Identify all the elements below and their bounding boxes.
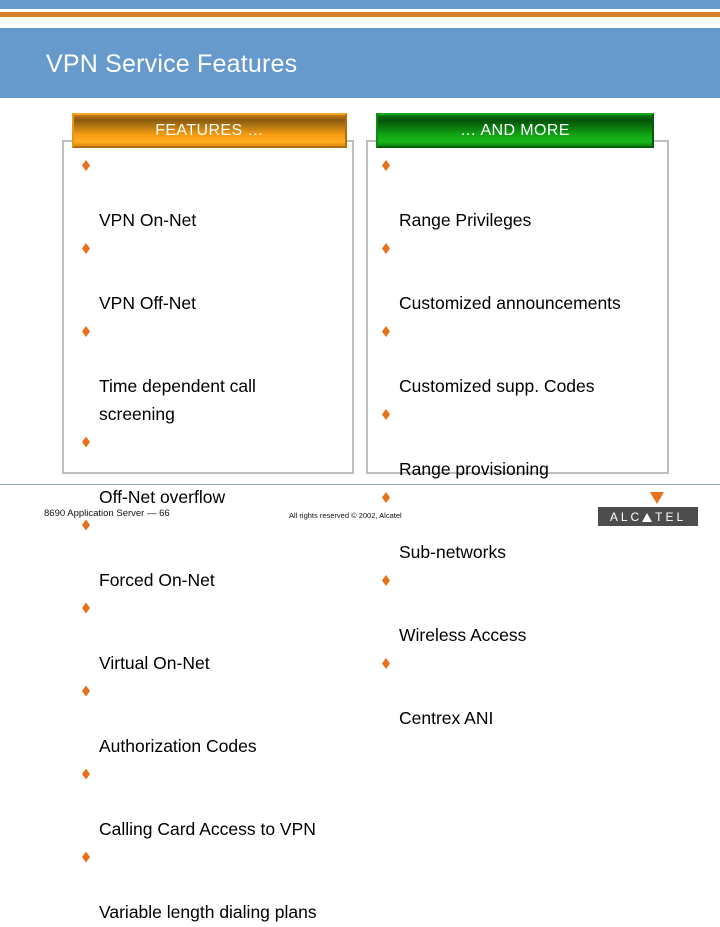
top-accent-bar-blue [0,0,720,9]
list-item: VPN Off-Net [80,235,360,318]
slide-title-band [0,28,720,98]
top-accent-bar-orange [0,12,720,17]
list-item-label: Centrex ANI [399,708,494,728]
list-item-label: Wireless Access [399,625,527,645]
logo-text-before: ALC [609,509,643,524]
list-item: Wireless Access [380,567,670,650]
list-item-label: Variable length dialing plans [99,901,317,922]
footer-divider-line [0,484,720,485]
top-accent-gap-white [0,9,720,12]
diamond-bullet-icon [382,658,390,669]
list-item-label: Customized supp. Codes [399,376,595,396]
diamond-bullet-icon [382,243,390,254]
logo-wordmark: ALC TEL [610,510,686,524]
list-item-label: Forced On-Net [99,569,215,590]
list-item-label: Range provisioning [399,459,549,479]
list-item: Centrex ANI [380,650,670,733]
and-more-header-plate: … AND MORE [376,113,654,148]
list-item-label: Time dependent call screening [99,376,256,424]
list-item: Range Privileges [380,152,670,235]
diamond-bullet-icon [382,160,390,171]
logo-a-triangle-icon [642,513,653,522]
logo-text-after: TEL [655,509,687,524]
list-item-label: Off-Net overflow [99,486,226,507]
list-item: Customized supp. Codes [380,318,670,401]
list-item: Authorization Codes [80,678,360,761]
features-column-box [62,140,354,474]
logo-plate: ALC TEL [598,507,698,526]
list-item: Forced On-Net [80,512,360,595]
diamond-bullet-icon [82,519,90,531]
diamond-bullet-icon [82,160,90,171]
diamond-bullet-icon [382,326,390,337]
list-item: Calling Card Access to VPN [80,761,360,844]
diamond-bullet-icon [82,436,90,448]
diamond-bullet-icon [82,243,90,254]
diamond-bullet-icon [82,602,90,614]
list-item-label: Calling Card Access to VPN [99,818,316,839]
features-header-plate: FEATURES … [72,113,347,148]
list-item: Variable length dialing plans [80,844,360,927]
list-item-label: VPN On-Net [99,210,197,230]
footer-copyright: All rights reserved © 2002, Alcatel [289,511,402,520]
and-more-bullet-list: Range Privileges Customized announcement… [380,152,670,733]
list-item: Virtual On-Net [80,595,360,678]
triangle-icon [650,492,664,504]
list-item: Off-Net overflow [80,429,360,512]
list-item-label: Authorization Codes [99,735,257,756]
diamond-bullet-icon [382,409,390,420]
diamond-bullet-icon [82,685,90,697]
list-item: Customized announcements [380,235,670,318]
diamond-bullet-icon [82,768,90,780]
list-item-label: Range Privileges [399,210,532,230]
diamond-bullet-icon [382,492,390,503]
list-item-label: Sub-networks [399,542,506,562]
list-item: VPN On-Net [80,152,360,235]
diamond-bullet-icon [82,326,90,337]
features-bullet-list: VPN On-Net VPN Off-Net Time dependent ca… [80,152,360,927]
and-more-column-box [366,140,669,474]
footer-document-label: 8690 Application Server — 66 [44,508,170,519]
list-item-label: VPN Off-Net [99,293,196,313]
diamond-bullet-icon [82,851,90,863]
list-item: Time dependent call screening [80,318,360,428]
diamond-bullet-icon [382,575,390,586]
list-item-label: Virtual On-Net [99,652,210,673]
list-item: Range provisioning [380,401,670,484]
alcatel-logo: ALC TEL [598,492,698,532]
list-item-label: Customized announcements [399,293,621,313]
page-title: VPN Service Features [46,50,298,78]
